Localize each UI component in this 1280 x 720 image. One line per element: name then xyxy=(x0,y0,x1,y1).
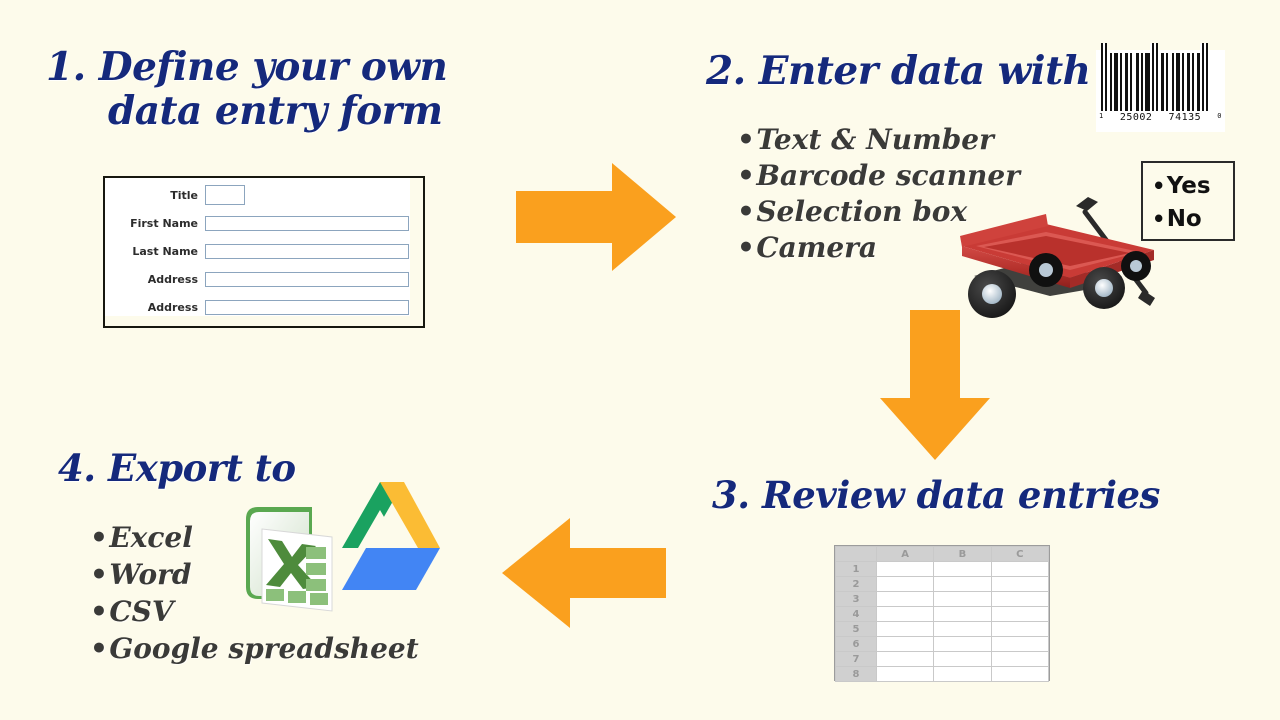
spreadsheet-cell-b2[interactable] xyxy=(933,576,992,592)
spreadsheet-cell-a7[interactable] xyxy=(875,651,935,667)
spreadsheet-table: A B C 1 2 3 xyxy=(835,546,1050,682)
arrow-step2-to-step3-icon xyxy=(880,310,990,460)
spreadsheet-cell-b3[interactable] xyxy=(933,591,992,607)
form-row: Last Name xyxy=(105,242,410,260)
form-label-first-name: First Name xyxy=(130,216,198,230)
spreadsheet-cell-a2[interactable] xyxy=(875,576,935,592)
selection-option-list: Yes No xyxy=(1152,170,1233,236)
list-item: CSV xyxy=(90,593,419,630)
spreadsheet-cell-a8[interactable] xyxy=(875,666,935,682)
form-label-address-1: Address xyxy=(147,272,198,286)
spreadsheet-cell-b8[interactable] xyxy=(933,666,992,682)
spreadsheet-cell-a5[interactable] xyxy=(875,621,935,637)
form-row: Address xyxy=(105,270,410,288)
form-inner-surface: Title First Name Last Name Address Addre… xyxy=(105,178,410,316)
spreadsheet-row-6[interactable]: 6 xyxy=(835,636,877,652)
form-row: Title xyxy=(105,185,410,205)
spreadsheet-cell-b1[interactable] xyxy=(933,561,992,577)
list-item: Word xyxy=(90,556,419,593)
spreadsheet-cell-a6[interactable] xyxy=(875,636,935,652)
form-label-title: Title xyxy=(170,188,198,202)
spreadsheet-cell-b4[interactable] xyxy=(933,606,992,622)
table-row: 3 xyxy=(835,591,1050,607)
spreadsheet-corner-cell xyxy=(835,546,877,562)
barcode-bars xyxy=(1101,43,1220,111)
spreadsheet-row-1[interactable]: 1 xyxy=(835,561,877,577)
step2-bullet-list: Text & Number Barcode scanner Selection … xyxy=(737,122,1020,266)
form-input-address-2[interactable] xyxy=(205,299,409,315)
spreadsheet-row-5[interactable]: 5 xyxy=(835,621,877,637)
spreadsheet-cell-a4[interactable] xyxy=(875,606,935,622)
spreadsheet-cell-b6[interactable] xyxy=(933,636,992,652)
spreadsheet-preview[interactable]: A B C 1 2 3 xyxy=(834,545,1050,682)
spreadsheet-cell-c2[interactable] xyxy=(990,576,1050,592)
spreadsheet-row-4[interactable]: 4 xyxy=(835,606,877,622)
data-entry-form-mockup: Title First Name Last Name Address Addre… xyxy=(103,176,425,328)
spreadsheet-row-7[interactable]: 7 xyxy=(835,651,877,667)
arrow-step1-to-step2-icon xyxy=(516,163,676,271)
form-input-first-name[interactable] xyxy=(205,215,409,231)
step1-heading-line1: 1. Define your own xyxy=(46,44,448,90)
barcode-right-digit: 0 xyxy=(1217,112,1222,120)
barcode-left-digit: 1 xyxy=(1099,112,1104,120)
arrow-step3-to-step4-icon xyxy=(502,518,666,628)
red-wagon-photo xyxy=(960,197,1155,318)
spreadsheet-cell-c7[interactable] xyxy=(990,651,1050,667)
spreadsheet-column-a[interactable]: A xyxy=(875,546,935,562)
spreadsheet-row-2[interactable]: 2 xyxy=(835,576,877,592)
barcode-group-2: 74135 xyxy=(1168,112,1202,123)
form-label-last-name: Last Name xyxy=(132,244,198,258)
barcode-group-1: 25002 xyxy=(1119,112,1153,123)
spreadsheet-row-8[interactable]: 8 xyxy=(835,666,877,682)
form-input-title[interactable] xyxy=(205,185,245,205)
barcode-image: 1 25002 74135 0 xyxy=(1096,43,1225,132)
list-item: Barcode scanner xyxy=(737,158,1020,194)
list-item: Excel xyxy=(90,519,419,556)
spreadsheet-cell-a1[interactable] xyxy=(875,561,935,577)
spreadsheet-cell-b5[interactable] xyxy=(933,621,992,637)
table-row: 5 xyxy=(835,621,1050,637)
spreadsheet-cell-c3[interactable] xyxy=(990,591,1050,607)
list-item: Google spreadsheet xyxy=(90,630,418,667)
form-row: First Name xyxy=(105,214,410,232)
table-row: 4 xyxy=(835,606,1050,622)
spreadsheet-cell-b7[interactable] xyxy=(933,651,992,667)
list-item: Selection box xyxy=(737,194,1020,230)
form-label-address-2: Address xyxy=(147,300,198,314)
step1-heading-line2: data entry form xyxy=(108,87,443,134)
google-drive-logo-icon xyxy=(342,482,440,590)
selection-box: Yes No xyxy=(1141,161,1235,241)
table-row: 8 xyxy=(835,666,1050,682)
step2-heading: 2. Enter data with xyxy=(706,48,1091,94)
spreadsheet-cell-c5[interactable] xyxy=(990,621,1050,637)
spreadsheet-cell-a3[interactable] xyxy=(875,591,935,607)
table-row: 1 xyxy=(835,561,1050,577)
selection-option-yes[interactable]: Yes xyxy=(1152,170,1233,203)
spreadsheet-column-header-row: A B C xyxy=(835,546,1050,562)
list-item: Text & Number xyxy=(737,122,1020,158)
step4-bullet-list: Excel Word CSV Google spreadsheet xyxy=(90,519,419,667)
step4-heading: 4. Export to xyxy=(58,446,296,490)
spreadsheet-cell-c1[interactable] xyxy=(990,561,1050,577)
spreadsheet-column-b[interactable]: B xyxy=(933,546,992,562)
spreadsheet-cell-c4[interactable] xyxy=(990,606,1050,622)
form-input-address-1[interactable] xyxy=(205,271,409,287)
form-input-last-name[interactable] xyxy=(205,243,409,259)
excel-logo-icon xyxy=(246,507,333,612)
spreadsheet-cell-c6[interactable] xyxy=(990,636,1050,652)
selection-option-no[interactable]: No xyxy=(1152,203,1233,236)
barcode-number: 1 25002 74135 0 xyxy=(1099,112,1222,123)
spreadsheet-cell-c8[interactable] xyxy=(990,666,1050,682)
list-item: Camera xyxy=(737,230,1020,266)
spreadsheet-column-c[interactable]: C xyxy=(990,546,1050,562)
table-row: 6 xyxy=(835,636,1050,652)
table-row: 2 xyxy=(835,576,1050,592)
step3-heading: 3. Review data entries xyxy=(712,473,1160,517)
table-row: 7 xyxy=(835,651,1050,667)
form-row: Address xyxy=(105,298,410,316)
spreadsheet-row-3[interactable]: 3 xyxy=(835,591,877,607)
